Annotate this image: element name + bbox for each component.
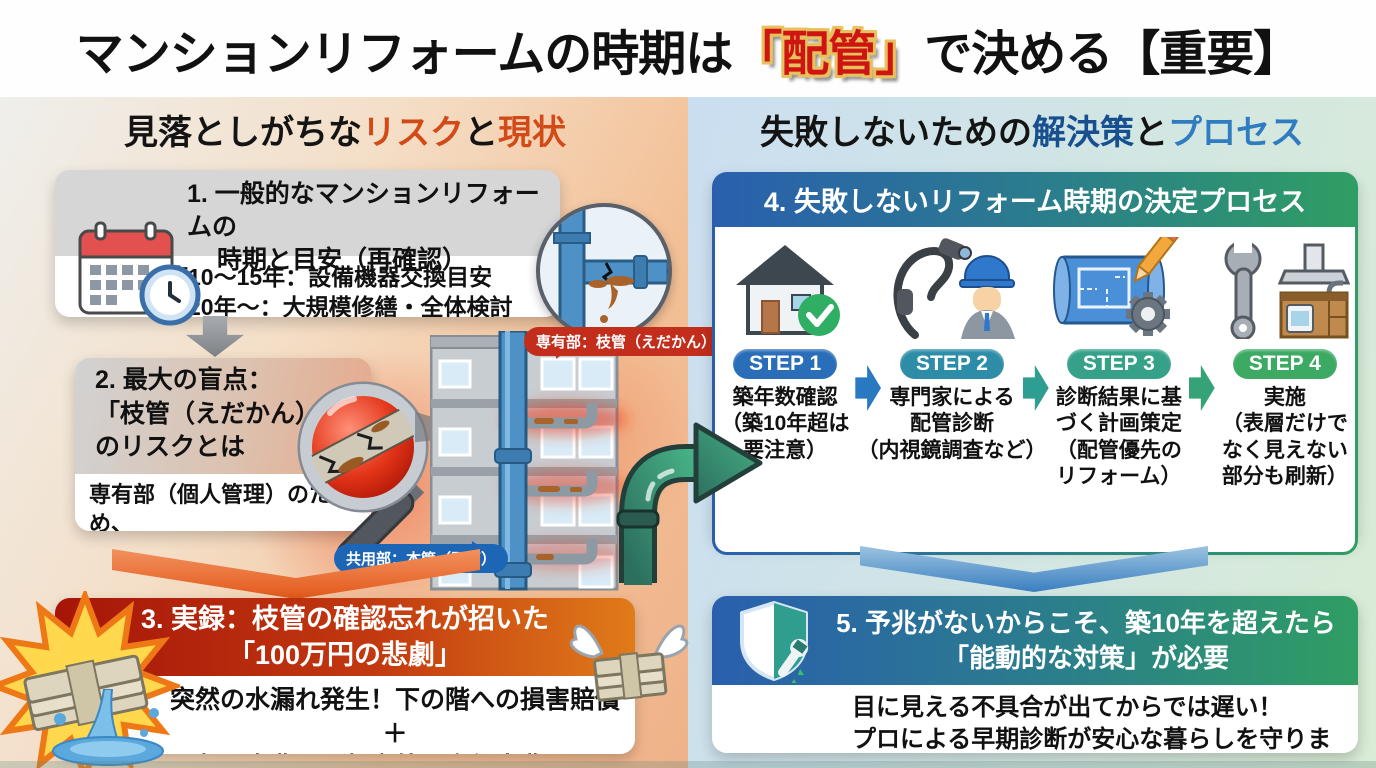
house-check-icon xyxy=(735,245,840,336)
step-1-caption-line: （築10年超は xyxy=(720,412,850,436)
clock-icon xyxy=(139,264,201,326)
step-1-badge: STEP 1 xyxy=(733,349,838,379)
left-header-accent-risk: リスク xyxy=(362,114,464,152)
card-5-body: 目に見える不具合が出てからでは遅い！ プロによる早期診断が安心な暮らしを守ります… xyxy=(712,685,1358,753)
step-4-caption-line: （表層だけで xyxy=(1221,412,1348,436)
content-area: 見落としがちなリスクと現状 失敗しないための解決策とプロセス 1. 一般的なマン… xyxy=(0,97,1376,768)
step-3-caption: 診断結果に基 づく計画策定 （配管優先の リフォーム） xyxy=(1056,385,1182,491)
step-4-caption-line: 実施 xyxy=(1263,386,1306,409)
step-2: STEP 2 専門家による 配管診断 （内視鏡調査など） xyxy=(858,238,1047,552)
broken-pipe-inset xyxy=(536,203,672,339)
private-pipe-label: 専有部：枝管（えだかん） xyxy=(524,327,729,356)
card-4-process: 4. 失敗しないリフォーム時期の決定プロセス STEP 1 xyxy=(712,172,1358,552)
step-3-caption-line: 診断結果に基 xyxy=(1055,386,1182,409)
bottom-edge-strip xyxy=(0,761,1376,768)
pipe-arrow-icon xyxy=(616,422,763,585)
broken-pipe-closeup-icon xyxy=(553,207,668,335)
card-2-title-line1: 2. 最大の盲点： xyxy=(95,366,273,394)
broken-pipe-icon xyxy=(311,403,415,490)
shield-wrench-icon xyxy=(740,600,809,683)
card-5-title: 5. 予兆がないからこそ、築10年を超えたら 「能動的な対策」が必要 xyxy=(814,606,1358,675)
card-5-header: 5. 予兆がないからこそ、築10年を超えたら 「能動的な対策」が必要 xyxy=(712,596,1358,685)
card-5-title-line2: 「能動的な対策」が必要 xyxy=(942,642,1229,673)
title-post: で決める【重要】 xyxy=(924,27,1301,81)
card-1-body-line1: 築10〜15年：設備機器交換目安 xyxy=(165,264,493,290)
card-5-proactive: 5. 予兆がないからこそ、築10年を超えたら 「能動的な対策」が必要 目に見える… xyxy=(712,596,1358,753)
card-4-body: STEP 1 築年数確認 （築10年超は 要注意） xyxy=(712,227,1358,555)
right-header-accent-process: プロセス xyxy=(1168,114,1304,152)
endoscope-inspector-icon xyxy=(893,238,1015,339)
step-1-caption-line: 要注意） xyxy=(743,438,828,462)
step-4-icon-box xyxy=(1217,238,1352,339)
card-3-tragedy: 3. 実録：枝管の確認忘れが招いた 「100万円の悲劇」 突然の水漏れ発生！下の… xyxy=(55,598,635,754)
step-4: STEP 4 実施 （表層だけで なく見えない 部分も刷新） xyxy=(1215,238,1355,552)
flying-money-icon xyxy=(569,624,689,702)
left-header-text: 見落としがちな xyxy=(124,114,362,152)
card-2-body-line1: 専有部（個人管理）のため、 xyxy=(89,482,332,531)
right-header-text: 失敗しないための xyxy=(760,114,1032,152)
left-header-accent-status: 現状 xyxy=(498,114,566,152)
calendar-icon xyxy=(78,221,201,326)
left-header-and: と xyxy=(464,114,498,152)
step-3-caption-line: （配管優先の xyxy=(1055,438,1182,462)
riser-pipe xyxy=(494,331,532,591)
right-header-and: と xyxy=(1134,114,1168,152)
blueprint-gear-icon xyxy=(1053,237,1182,336)
title-highlight: 「配管」 xyxy=(734,27,923,81)
right-section-header: 失敗しないための解決策とプロセス xyxy=(722,105,1342,154)
step-3-caption-line: リフォーム） xyxy=(1056,465,1182,489)
page-title: マンションリフォームの時期は「配管」で決める【重要】 xyxy=(75,14,1302,84)
card-2-title-line3: のリスクとは xyxy=(95,433,246,461)
step-1-caption: 築年数確認 （築10年超は 要注意） xyxy=(721,385,849,464)
card-2-title-line2: 「枝管（えだかん）」 xyxy=(95,399,333,428)
card-5-body-line1: 目に見える不具合が出てからでは遅い！ xyxy=(852,694,1283,721)
wrench-kitchen-icon xyxy=(1224,238,1351,339)
step-1-icon-box xyxy=(728,239,843,339)
step-4-caption-line: 部分も刷新） xyxy=(1221,465,1348,489)
title-bar: マンションリフォームの時期は「配管」で決める【重要】 xyxy=(0,0,1376,97)
step-arrow-right-icon xyxy=(1189,365,1215,411)
step-4-badge: STEP 4 xyxy=(1232,349,1337,379)
card-3-header: 3. 実録：枝管の確認忘れが招いた 「100万円の悲劇」 xyxy=(55,598,635,676)
title-pre: マンションリフォームの時期は xyxy=(75,27,734,81)
card-4-header: 4. 失敗しないリフォーム時期の決定プロセス xyxy=(712,172,1358,227)
card-3-body-line2: 緊急工事費用で想定外の高額出費に…。 xyxy=(165,751,625,754)
branch-pipes xyxy=(503,403,627,569)
step-2-caption-line: （内視鏡調査など） xyxy=(857,438,1047,462)
card-3-title-line1: 3. 実録：枝管の確認忘れが招いた xyxy=(140,604,550,634)
step-4-caption-line: なく見えない xyxy=(1221,438,1348,462)
money-burst-icon xyxy=(0,591,180,768)
water-leak-icon xyxy=(52,689,164,766)
step-2-icon-box xyxy=(885,238,1020,339)
step-3-icon-box xyxy=(1051,237,1186,339)
step-3: STEP 3 診断結果に基 づく計画策定 （配管優先の リフォーム） xyxy=(1049,237,1189,552)
card-5-title-line1: 5. 予兆がないからこそ、築10年を超えたら xyxy=(836,608,1336,639)
card-3-body-line1: 突然の水漏れ発生！下の階への損害賠償＋ xyxy=(169,686,620,748)
step-3-badge: STEP 3 xyxy=(1066,349,1171,379)
card-1-title-line2: 時期と目安（再確認） xyxy=(217,246,468,274)
step-1: STEP 1 築年数確認 （築10年超は 要注意） xyxy=(715,239,855,552)
gear-icon xyxy=(1126,292,1171,336)
step-2-caption-line: 専門家による xyxy=(889,386,1015,409)
card-3-title-line2: 「100万円の悲劇」 xyxy=(227,639,463,670)
step-4-caption: 実施 （表層だけで なく見えない 部分も刷新） xyxy=(1222,385,1348,491)
card-1-body-line2: 築20年〜：大規模修繕・全体検討 xyxy=(165,293,513,317)
step-2-badge: STEP 2 xyxy=(900,349,1004,379)
step-1-caption-line: 築年数確認 xyxy=(732,386,838,409)
right-header-accent-solution: 解決策 xyxy=(1032,114,1134,152)
step-2-caption-line: 配管診断 xyxy=(910,412,994,436)
left-section-header: 見落としがちなリスクと現状 xyxy=(35,105,655,154)
step-3-caption-line: づく計画策定 xyxy=(1055,412,1182,436)
card-5-body-line2: プロによる早期診断が安心な暮らしを守ります。 xyxy=(852,725,1332,753)
card-1-title-line1: 1. 一般的なマンションリフォームの xyxy=(187,180,540,241)
step-2-caption: 専門家による 配管診断 （内視鏡調査など） xyxy=(858,385,1047,464)
